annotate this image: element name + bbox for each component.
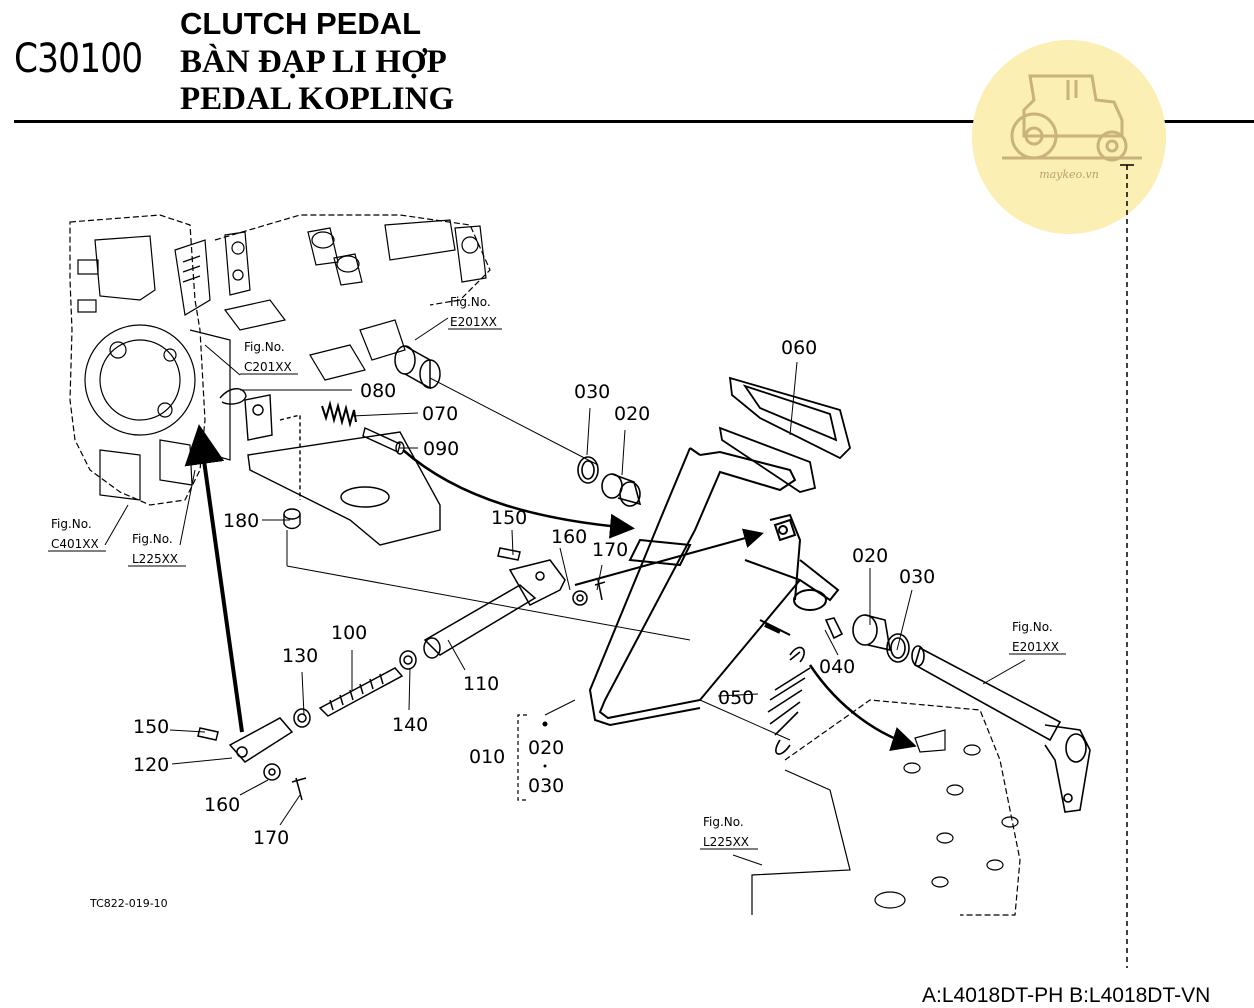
- nut-180: [283, 508, 301, 530]
- part-label-180: 180: [223, 510, 259, 532]
- release-bracket: [244, 394, 441, 546]
- assembly-arrow: [184, 424, 244, 733]
- fig-ref-e201-right: E201XX: [1012, 640, 1059, 654]
- part-label-030: 030: [574, 381, 610, 403]
- title-english: CLUTCH PEDAL: [180, 6, 422, 41]
- part-label-150: 150: [491, 507, 527, 529]
- part-label-050: 050: [718, 687, 754, 709]
- fig-ref-c201: C201XX: [244, 360, 292, 374]
- part-label-040: 040: [819, 656, 855, 678]
- part-label-170: 170: [253, 827, 289, 849]
- part-label-070: 070: [422, 403, 458, 425]
- fig-label: Fig.No.: [132, 532, 173, 546]
- assembly-arrow: [808, 664, 917, 751]
- fig-ref-l225-bottom: L225XX: [703, 835, 749, 849]
- fig-ref-l225-left: L225XX: [132, 552, 178, 566]
- fig-ref-e201-top: E201XX: [450, 315, 497, 329]
- assembly-arrow: [574, 528, 764, 586]
- rod-assembly: [197, 547, 606, 801]
- pedal-pad: [718, 376, 852, 493]
- part-label-170: 170: [592, 539, 628, 561]
- part-label-020: 020: [852, 545, 888, 567]
- part-label-110: 110: [463, 673, 499, 695]
- engine-housing: [69, 214, 231, 506]
- part-label-020: 020: [528, 737, 564, 759]
- part-label-020: 020: [614, 403, 650, 425]
- fig-label: Fig.No.: [1012, 620, 1053, 634]
- part-label-140: 140: [392, 714, 428, 736]
- part-label-080: 080: [360, 380, 396, 402]
- title-indonesian: PEDAL KOPLING: [180, 81, 455, 117]
- part-label-130: 130: [282, 645, 318, 667]
- group-dot: [542, 721, 548, 727]
- part-label-150: 150: [133, 716, 169, 738]
- part-label-030: 030: [528, 775, 564, 797]
- part-label-160: 160: [204, 794, 240, 816]
- part-label-090: 090: [423, 438, 459, 460]
- part-label-120: 120: [133, 754, 169, 776]
- bushing-pair-upper: [577, 456, 642, 507]
- figure-references: Fig.No. E201XX Fig.No. C201XX Fig.No. C4…: [48, 295, 1066, 850]
- bushing-upper: [394, 345, 441, 390]
- drawing-code: TC822-019-10: [89, 897, 168, 910]
- fig-ref-c401: C401XX: [51, 537, 99, 551]
- part-label-100: 100: [331, 622, 367, 644]
- spring-070: [321, 400, 357, 428]
- group-bracket-010: [517, 714, 527, 801]
- tractor-icon: [1002, 74, 1142, 162]
- fig-label: Fig.No.: [450, 295, 491, 309]
- header-rule: [14, 120, 1254, 123]
- pedal-arm: [588, 447, 840, 727]
- part-label-160: 160: [551, 526, 587, 548]
- assembly-arrow: [402, 449, 635, 539]
- catalog-code: C30100: [14, 36, 143, 82]
- part-label-060: 060: [781, 337, 817, 359]
- title-vietnamese: BÀN ĐẠP LI HỢP: [180, 44, 447, 80]
- floor-plate: [751, 699, 1021, 916]
- fig-label: Fig.No.: [51, 517, 92, 531]
- model-footer: A:L4018DT-PH B:L4018DT-VN: [922, 984, 1211, 1007]
- shaft-assembly: [767, 614, 1091, 813]
- group-dot: [543, 764, 547, 768]
- fig-label: Fig.No.: [244, 340, 285, 354]
- part-label-030: 030: [899, 566, 935, 588]
- part-label-010: 010: [469, 746, 505, 768]
- watermark-text: maykeo.vn: [1039, 168, 1099, 181]
- watermark-logo: maykeo.vn: [972, 40, 1166, 234]
- fig-label: Fig.No.: [703, 815, 744, 829]
- clip-080: [219, 388, 247, 405]
- part-number-labels: 060 030 020 080 070 090 180 150 160 170 …: [133, 337, 935, 849]
- frame-outline: [214, 214, 491, 381]
